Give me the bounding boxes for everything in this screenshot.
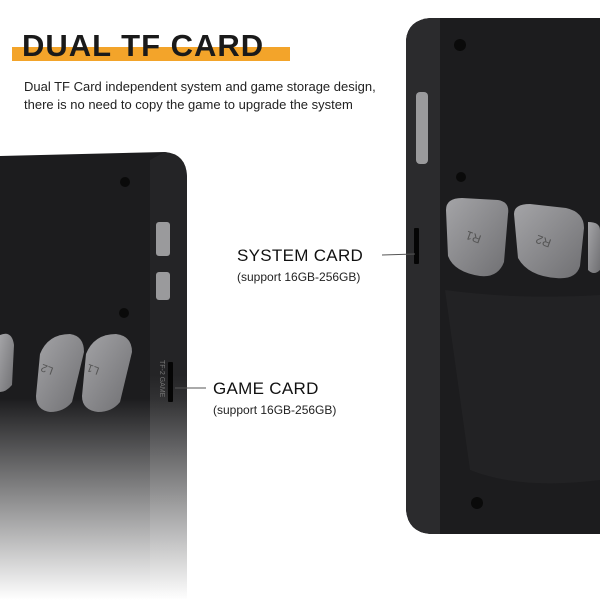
screw-hole [119,308,129,318]
screw-hole [456,172,466,182]
description: Dual TF Card independent system and game… [24,78,404,114]
game-card-title: GAME CARD [213,379,319,398]
side-switch-top [156,222,170,256]
description-line-2: there is no need to copy the game to upg… [24,97,353,112]
left-device: TF-2 GAME L2 L1 [0,152,187,600]
system-card-title: SYSTEM CARD [237,246,364,265]
screw-hole [471,497,483,509]
svg-text:L2: L2 [39,361,55,376]
game-card-note: (support 16GB-256GB) [213,403,337,417]
system-card-leader [381,253,416,256]
game-card-callout: GAME CARD (support 16GB-256GB) [213,379,336,417]
r2-trigger: R2 [514,204,584,279]
screw-hole [120,177,130,187]
right-device: R1 R2 [406,18,600,534]
l1-trigger: L1 [82,334,132,412]
system-card-slot [414,228,419,264]
svg-text:R1: R1 [464,228,484,247]
side-label: TF-2 GAME [158,360,165,398]
l2-trigger: L2 [36,334,84,412]
screw-hole [454,39,466,51]
description-line-1: Dual TF Card independent system and game… [24,79,376,94]
svg-text:L1: L1 [85,361,101,376]
system-card-callout: SYSTEM CARD (support 16GB-256GB) [237,246,363,284]
heading-block: DUAL TF CARD [12,28,290,63]
svg-text:R2: R2 [534,232,554,251]
r1-trigger: R1 [446,198,509,277]
side-switch-bottom [156,272,170,300]
page-title: DUAL TF CARD [22,28,265,63]
side-switch [416,92,428,164]
system-card-note: (support 16GB-256GB) [237,270,361,284]
heading-accent-bar [12,47,290,61]
shoulder-stub-left [0,333,14,392]
game-card-slot [168,362,173,402]
